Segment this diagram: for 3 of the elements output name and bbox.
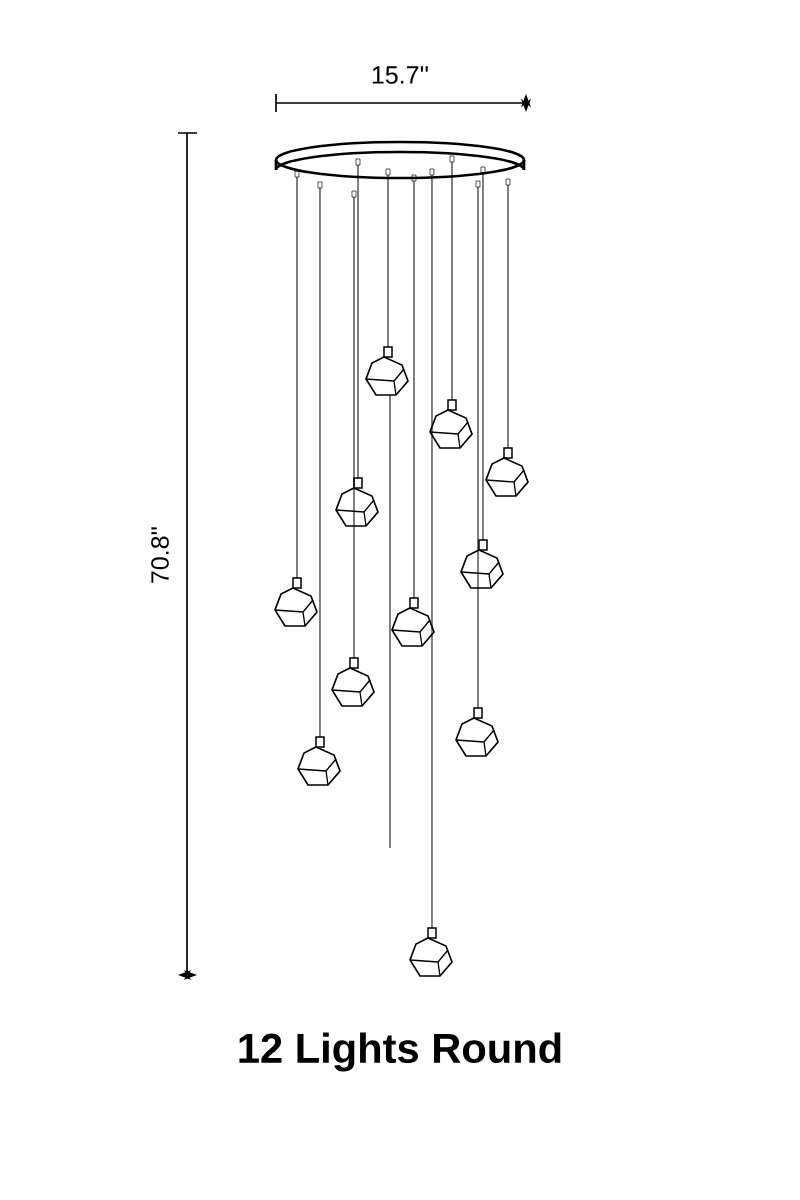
dimension-label: 70.8'' bbox=[151, 527, 169, 583]
caption: 12 Lights Round bbox=[239, 1032, 561, 1072]
dimension-label: 15.7'' bbox=[372, 66, 428, 84]
